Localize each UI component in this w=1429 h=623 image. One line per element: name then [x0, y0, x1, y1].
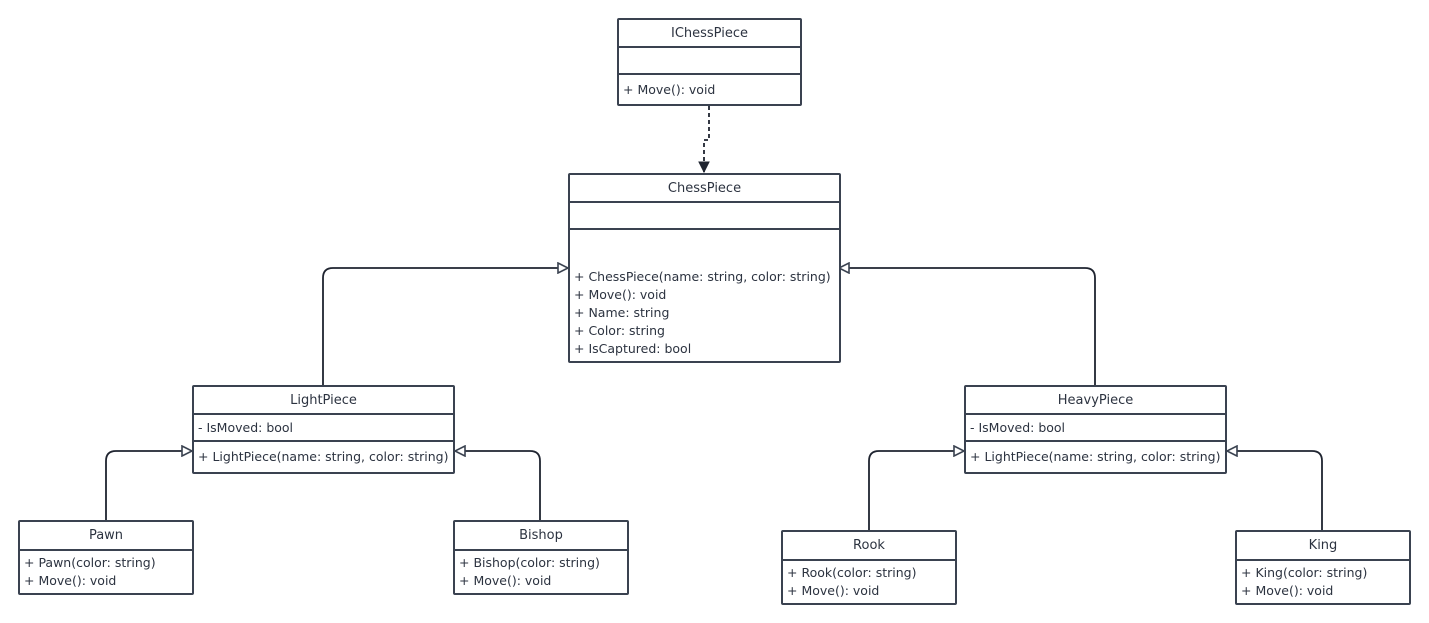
class-methods: + Rook(color: string) + Move(): void: [783, 561, 955, 603]
class-methods: + King(color: string) + Move(): void: [1237, 561, 1409, 603]
class-name: ChessPiece: [570, 175, 839, 203]
method-constructor: + LightPiece(name: string, color: string…: [970, 449, 1221, 464]
inheritance-rook-to-heavypiece: [868, 451, 964, 530]
class-name: Bishop: [455, 522, 627, 551]
class-name: HeavyPiece: [966, 387, 1225, 415]
class-heavypiece[interactable]: HeavyPiece - IsMoved: bool + LightPiece(…: [964, 385, 1227, 474]
class-methods: + Bishop(color: string) + Move(): void: [455, 551, 627, 593]
method-move: + Move(): void: [787, 583, 880, 598]
class-rook[interactable]: Rook + Rook(color: string) + Move(): voi…: [781, 530, 957, 605]
inheritance-king-to-heavypiece: [1227, 451, 1323, 530]
method-move: + Move(): void: [459, 573, 552, 588]
class-name: Pawn: [20, 522, 192, 551]
realization-chesspiece-to-ichesspiece: [704, 106, 710, 172]
method-move: + Move(): void: [1241, 583, 1334, 598]
method-constructor: + LightPiece(name: string, color: string…: [198, 449, 449, 464]
class-attributes: [619, 48, 800, 75]
method-move: + Move(): void: [574, 287, 667, 302]
class-methods: + Pawn(color: string) + Move(): void: [20, 551, 192, 593]
class-king[interactable]: King + King(color: string) + Move(): voi…: [1235, 530, 1411, 605]
class-name: IChessPiece: [619, 20, 800, 48]
class-ichesspiece[interactable]: IChessPiece + Move(): void: [617, 18, 802, 106]
class-methods: + Move(): void: [619, 75, 800, 104]
method-constructor: + Bishop(color: string): [459, 555, 600, 570]
attribute-ismoved: - IsMoved: bool: [970, 419, 1066, 435]
class-attributes: - IsMoved: bool: [966, 415, 1225, 442]
property-iscaptured: + IsCaptured: bool: [574, 341, 692, 356]
class-attributes: [570, 203, 839, 230]
class-name: LightPiece: [194, 387, 453, 415]
class-methods: + LightPiece(name: string, color: string…: [194, 442, 453, 472]
class-methods: + ChessPiece(name: string, color: string…: [570, 230, 839, 361]
class-name: King: [1237, 532, 1409, 561]
inheritance-lightpiece-to-chesspiece: [322, 268, 568, 385]
class-name: Rook: [783, 532, 955, 561]
inheritance-bishop-to-lightpiece: [455, 451, 541, 520]
inheritance-pawn-to-lightpiece: [105, 451, 192, 520]
property-color: + Color: string: [574, 323, 665, 338]
method-constructor: + Pawn(color: string): [24, 555, 156, 570]
property-name: + Name: string: [574, 305, 670, 320]
class-methods: + LightPiece(name: string, color: string…: [966, 442, 1225, 472]
class-lightpiece[interactable]: LightPiece - IsMoved: bool + LightPiece(…: [192, 385, 455, 474]
class-chesspiece[interactable]: ChessPiece + ChessPiece(name: string, co…: [568, 173, 841, 363]
inheritance-heavypiece-to-chesspiece: [839, 268, 1096, 385]
class-bishop[interactable]: Bishop + Bishop(color: string) + Move():…: [453, 520, 629, 595]
method-constructor: + King(color: string): [1241, 565, 1368, 580]
attribute-ismoved: - IsMoved: bool: [198, 419, 294, 435]
method-move: + Move(): void: [623, 81, 716, 97]
class-attributes: - IsMoved: bool: [194, 415, 453, 442]
method-constructor: + ChessPiece(name: string, color: string…: [574, 269, 831, 284]
class-pawn[interactable]: Pawn + Pawn(color: string) + Move(): voi…: [18, 520, 194, 595]
method-constructor: + Rook(color: string): [787, 565, 917, 580]
method-move: + Move(): void: [24, 573, 117, 588]
